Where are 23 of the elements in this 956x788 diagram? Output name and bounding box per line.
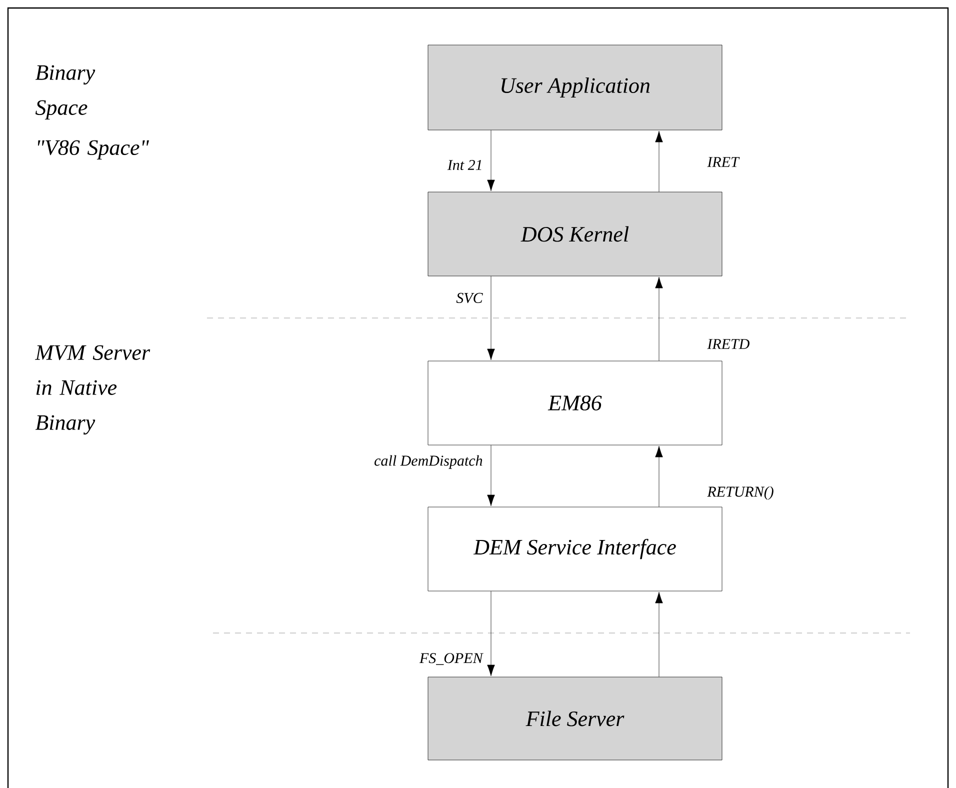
- arrow: [655, 592, 663, 677]
- arrow: [655, 446, 663, 507]
- edge-label: call DemDispatch: [374, 455, 482, 469]
- edge-label: Int 21: [447, 160, 482, 170]
- region-label: "V86 Space": [38, 140, 150, 160]
- process-box: User Application: [428, 44, 722, 130]
- arrow: [487, 130, 495, 192]
- arrow: [487, 445, 495, 506]
- edge-label: FS_OPEN: [419, 653, 484, 665]
- edge-label: IRET: [707, 157, 740, 167]
- edge-label: RETURN(): [707, 486, 774, 500]
- arrow: [655, 130, 663, 192]
- arrow: [487, 276, 495, 360]
- edge-label: IRETD: [707, 339, 750, 349]
- process-box: File Server: [428, 676, 722, 760]
- region-label: Binary Space: [35, 65, 96, 120]
- arrow: [487, 591, 495, 676]
- edge-label: SVC: [456, 292, 483, 304]
- region-label: MVM Server in Native Binary: [34, 345, 150, 435]
- process-box: DEM Service Interface: [428, 506, 722, 592]
- process-box: EM86: [428, 360, 722, 446]
- arrow: [655, 276, 663, 361]
- process-box: DOS Kernel: [428, 192, 722, 276]
